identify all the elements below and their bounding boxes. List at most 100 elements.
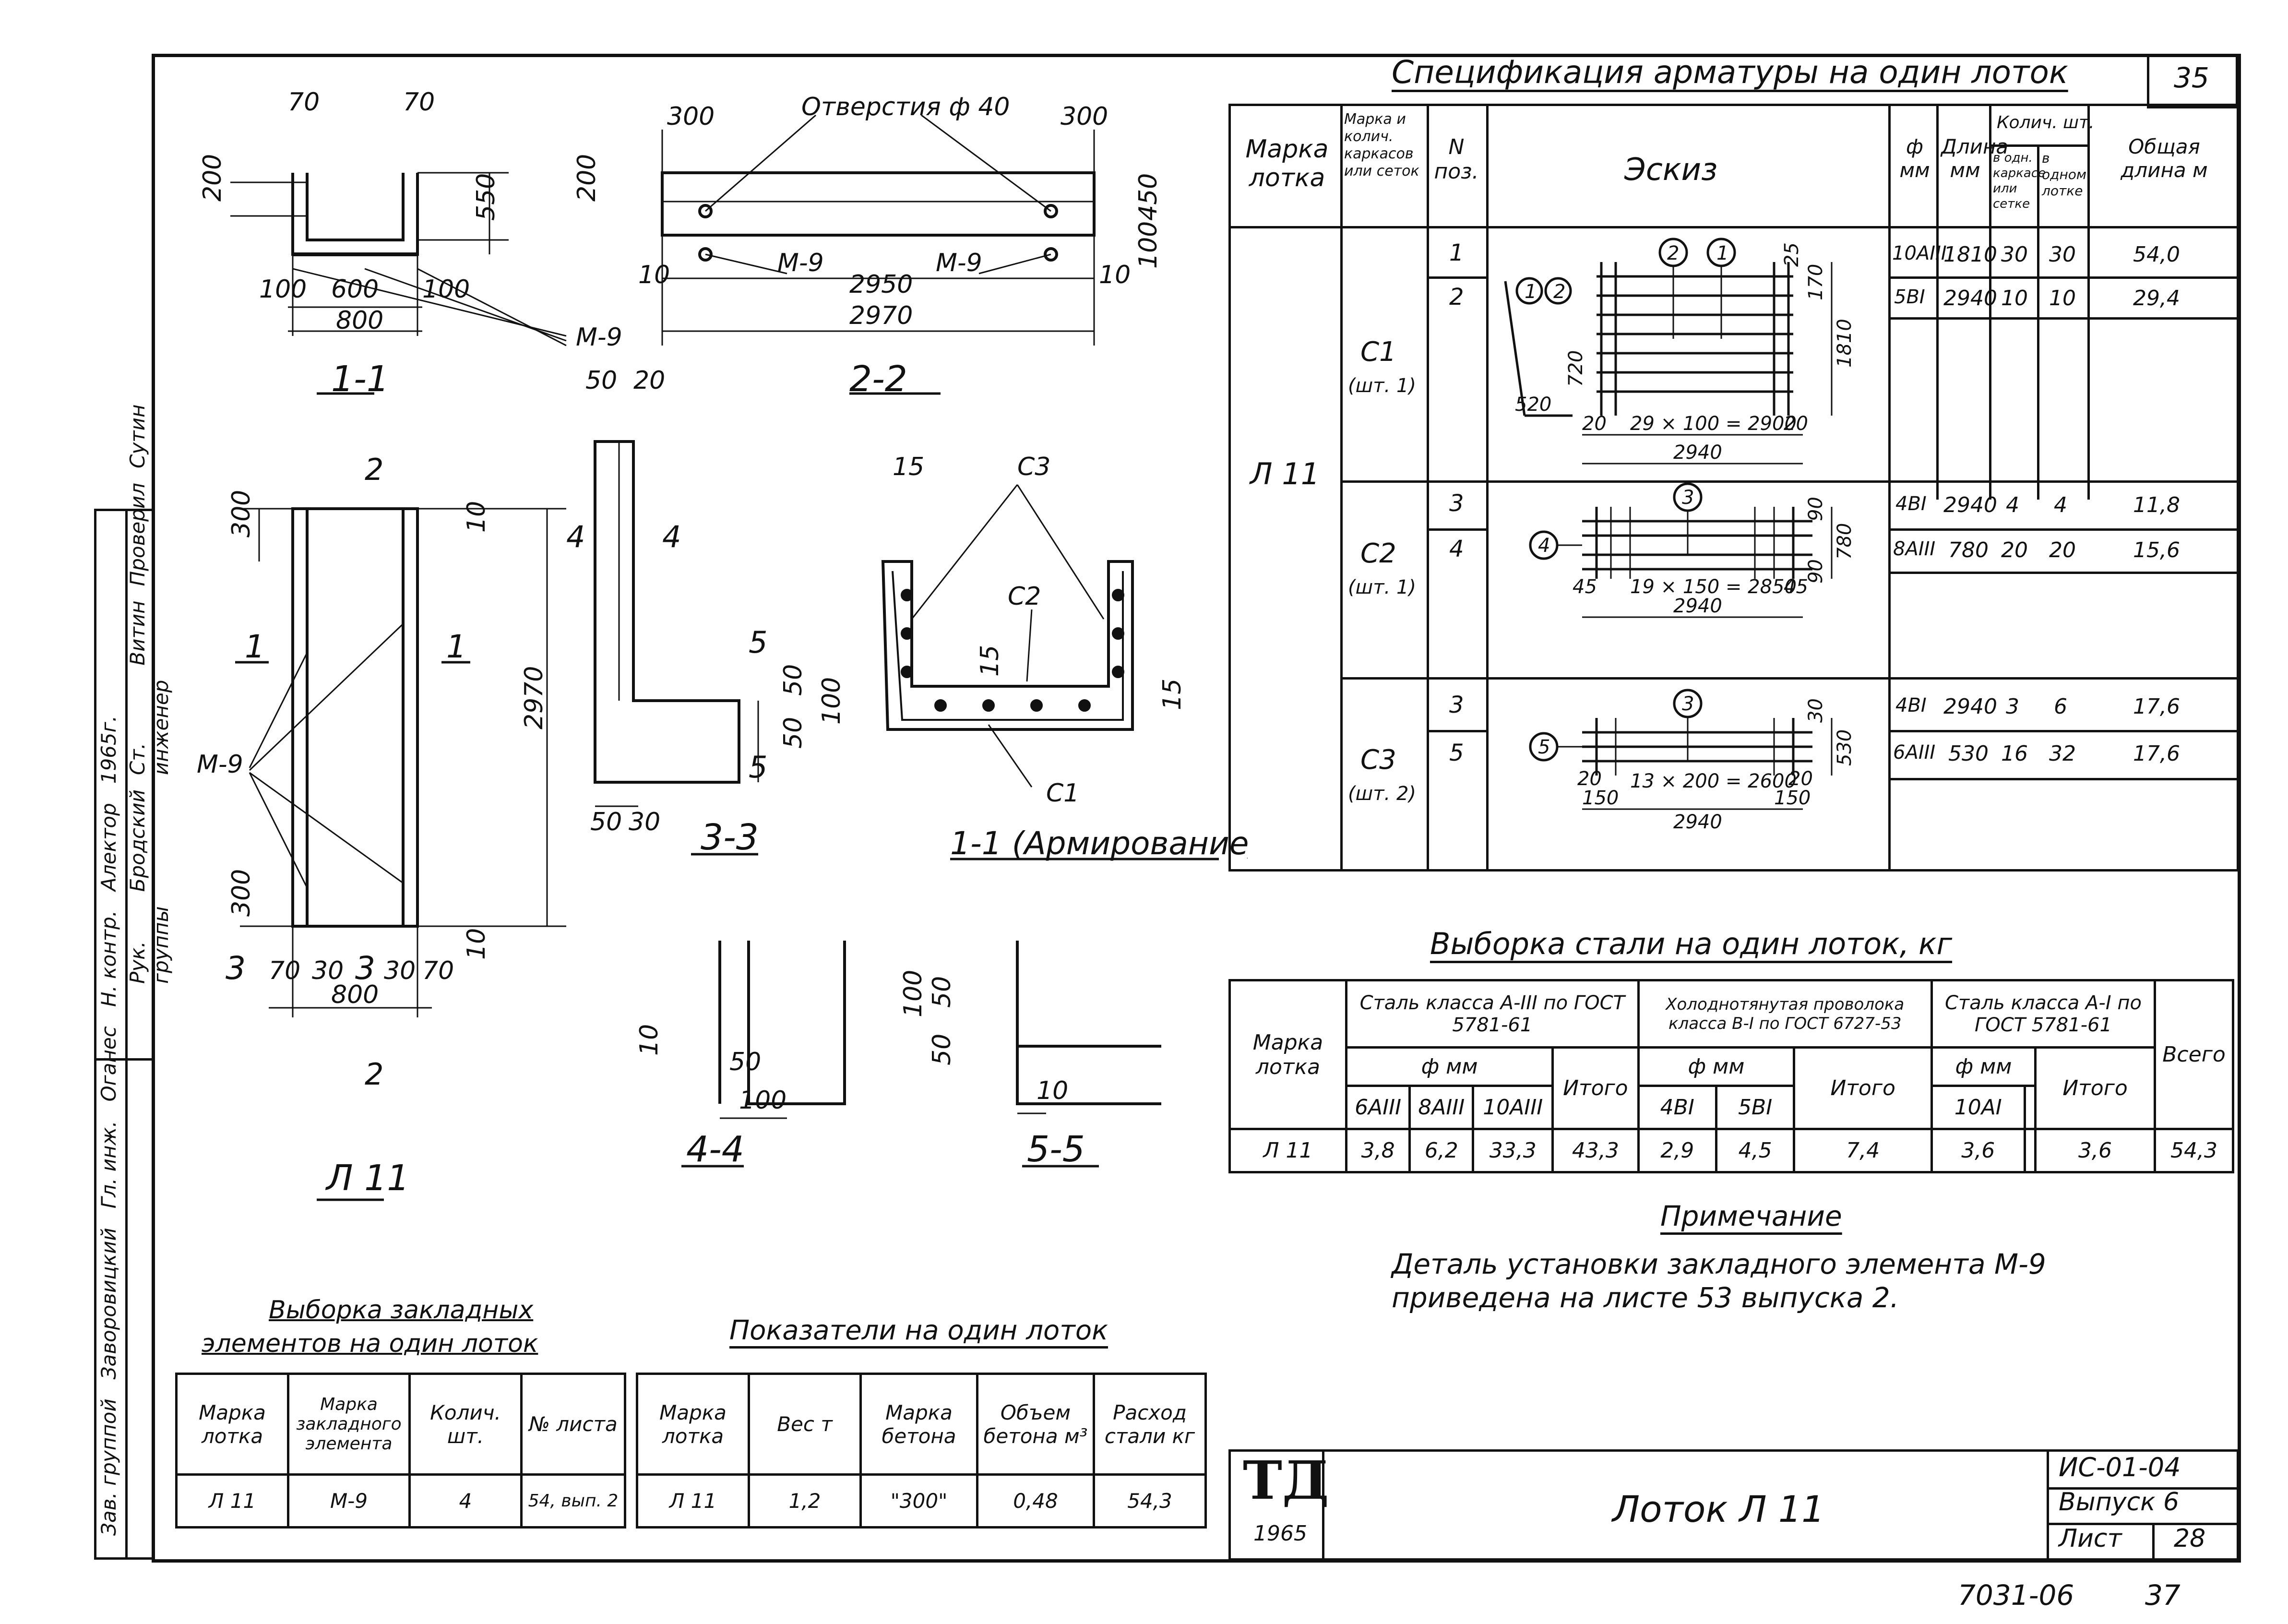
section-4-4-drawing <box>681 941 846 1168</box>
d33-mark-5a: 5 <box>749 625 767 660</box>
arm-dim-15c: 15 <box>1158 679 1187 710</box>
indicators-title: Показатели на один лоток <box>729 1315 1108 1346</box>
spec-g3-r2-tot: 17,6 <box>2133 741 2180 766</box>
note-line-1: Деталь установки закладного элемента М-9 <box>1392 1248 2046 1280</box>
spec-g3-r2-dia: 6АIII <box>1893 741 1936 764</box>
spec-g1-r2-len: 2940 <box>1943 286 1997 310</box>
d11-dim-600: 600 <box>331 275 379 304</box>
title-block <box>1228 1449 2239 1561</box>
l11-mark-1-left: 1 <box>245 628 265 665</box>
spec-h-qty-tray: в одном лотке <box>2042 150 2087 199</box>
stamp-role2-1: Зав. группой <box>97 1398 120 1536</box>
spec-g3-r1-q1: 3 <box>2006 694 2019 719</box>
steel-row-10a3: 33,3 <box>1472 1128 1554 1173</box>
d11-dim-100b: 100 <box>422 275 470 304</box>
emb-h-qty: Колич. шт. <box>408 1373 523 1476</box>
d55-dim-50b: 50 <box>928 1034 956 1065</box>
steel-row-empty <box>2023 1128 2037 1173</box>
spec-g1-pos2: 2 <box>1449 284 1464 310</box>
d33-dim-30: 30 <box>629 808 660 836</box>
d33-dim-50c: 50 <box>779 717 808 749</box>
ind-row-concrete: "300" <box>859 1473 978 1528</box>
sk2-mark-4: 4 <box>1538 535 1550 557</box>
stamp-year: 1965 <box>1253 1521 1307 1546</box>
steel-h-dia-wire: ф мм <box>1637 1046 1796 1087</box>
ind-row-volume: 0,48 <box>976 1473 1095 1528</box>
emb-h-mark: Марка лотка <box>175 1373 289 1476</box>
sketch-c2 <box>1529 482 1833 618</box>
steel-col-10a1: 10АI <box>1930 1085 2026 1130</box>
steel-col-4b1: 4ВI <box>1637 1085 1717 1130</box>
steel-row-10a1: 3,6 <box>1930 1128 2026 1173</box>
l11-dim-70a: 70 <box>269 956 300 985</box>
spec-g1-r2-tot: 29,4 <box>2133 286 2180 310</box>
l11-dim-30b: 30 <box>384 956 416 985</box>
steel-h-mark: Марка лотка <box>1228 979 1347 1130</box>
steel-row-8a3: 6,2 <box>1408 1128 1475 1173</box>
spec-g3-r1-dia: 4ВI <box>1895 694 1927 716</box>
spec-title: Спецификация арматуры на один лоток <box>1392 54 2068 91</box>
spec-tray-mark: Л 11 <box>1250 456 1320 491</box>
spec-g2-frame: С2 <box>1360 538 1396 569</box>
emb-h-sheet: № листа <box>520 1373 626 1476</box>
sk2-dim-90b: 90 <box>1805 559 1827 584</box>
d11-dim-800: 800 <box>336 306 383 335</box>
d55-label: 5-5 <box>1027 1129 1085 1170</box>
note-line-2: приведена на листе 53 выпуска 2. <box>1392 1281 1899 1314</box>
spec-h-pos: N поз. <box>1434 135 1479 184</box>
corner-box <box>2147 54 2238 108</box>
spec-g2-r1-q1: 4 <box>2006 493 2019 517</box>
emb-h-part: Марка закладного элемента <box>287 1373 411 1476</box>
spec-g1-r1-dia: 10АIII <box>1892 242 1947 264</box>
steel-col-6a3: 6АIII <box>1345 1085 1411 1130</box>
steel-row-a3-total: 43,3 <box>1551 1128 1640 1173</box>
spec-g3-r2-len: 530 <box>1948 741 1989 766</box>
sk1-dim-25: 25 <box>1781 242 1803 267</box>
d33-mark-5b: 5 <box>749 750 767 785</box>
steel-row-4b1: 2,9 <box>1637 1128 1717 1173</box>
spec-g2-r1-q2: 4 <box>2054 493 2067 517</box>
sk3-dim-20a: 20 <box>1577 768 1602 790</box>
d33-label: 3-3 <box>701 817 759 858</box>
spec-g3-r2-q2: 32 <box>2049 741 2076 766</box>
sk2-dim-spacing: 19 × 150 = 2850 <box>1630 576 1797 598</box>
steel-h-total-wire: Итого <box>1793 1046 1933 1130</box>
spec-g1-r1-tot: 54,0 <box>2133 242 2180 267</box>
spec-g1-r2-q1: 10 <box>2001 286 2028 310</box>
l11-dim-300b: 300 <box>227 869 256 917</box>
d33-mark-4a: 4 <box>566 519 585 554</box>
steel-h-a3: Сталь класса А-III по ГОСТ 5781-61 <box>1345 979 1640 1049</box>
embedded-title-1: Выборка закладных <box>269 1296 534 1325</box>
steel-h-wire: Холоднотянутая проволока класса В-I по Г… <box>1637 979 1933 1049</box>
archive-number: 7031-06 <box>1958 1579 2074 1612</box>
steel-h-total-a3: Итого <box>1551 1046 1640 1130</box>
spec-g1-r2-q2: 10 <box>2049 286 2076 310</box>
archive-page: 37 <box>2145 1579 2181 1612</box>
spec-g2-r1-dia: 4ВI <box>1895 493 1927 515</box>
l11-label: Л 11 <box>325 1158 409 1199</box>
l11-mark-1-right: 1 <box>446 628 466 665</box>
ind-row-weight: 1,2 <box>748 1473 862 1528</box>
stamp-logo: ТД <box>1243 1449 1329 1511</box>
sheet-number: 28 <box>2174 1524 2206 1553</box>
spec-g1-frame: С1 <box>1360 336 1396 368</box>
steel-col-8a3: 8АIII <box>1408 1085 1475 1130</box>
sk2-dim-90a: 90 <box>1805 497 1827 521</box>
drawings-area: 70 70 200 550 100 600 100 800 М-9 1-1 От… <box>197 88 1248 1201</box>
steel-row-mark: Л 11 <box>1228 1128 1347 1173</box>
spec-h-length: Длина мм <box>1941 135 2009 182</box>
emb-row-sheet: 54, вып. 2 <box>520 1473 626 1528</box>
d55-dim-50a: 50 <box>928 976 956 1008</box>
section-3-3-drawing <box>594 440 759 856</box>
l11-mark-3-right: 3 <box>355 950 375 987</box>
steel-table: Марка лотка Сталь класса А-III по ГОСТ 5… <box>1228 979 2234 1173</box>
spec-g3-count: (шт. 2) <box>1348 783 1416 805</box>
spec-g2-r2-dia: 8АIII <box>1893 538 1936 560</box>
spec-h-sketch: Эскиз <box>1624 152 1718 188</box>
d11-part-m9: М-9 <box>576 323 622 352</box>
sk3-dim-150b: 150 <box>1774 787 1811 809</box>
sk1-dim-720: 720 <box>1565 350 1587 387</box>
spec-h-frame: Марка и колич. каркасов или сеток <box>1344 111 1419 179</box>
arm-label: 1-1 (Армирование) <box>950 825 1248 862</box>
l11-dim-70b: 70 <box>422 956 454 985</box>
